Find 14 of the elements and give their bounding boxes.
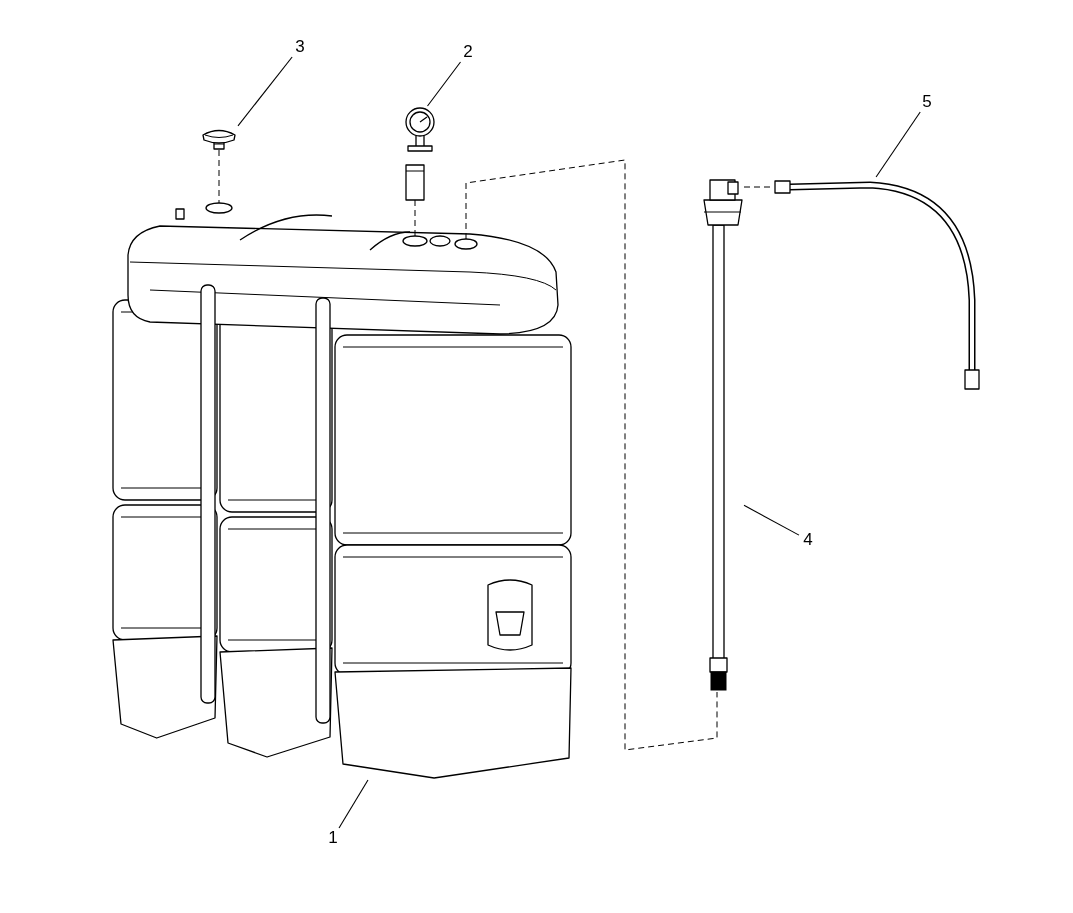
callout-number: 3 xyxy=(291,37,309,57)
leader-line xyxy=(743,504,800,536)
assembly-line xyxy=(218,149,220,204)
callout-number: 1 xyxy=(324,828,342,848)
leader-line xyxy=(338,779,369,829)
callout-number: 5 xyxy=(918,92,936,112)
callout-number: 4 xyxy=(799,530,817,550)
assembly-line xyxy=(465,159,718,751)
leader-line xyxy=(875,111,921,178)
assembly-line xyxy=(414,199,416,237)
callout-number: 2 xyxy=(459,42,477,62)
leader-line xyxy=(237,56,293,127)
assembly-line xyxy=(743,186,771,188)
leader-line xyxy=(426,61,462,107)
